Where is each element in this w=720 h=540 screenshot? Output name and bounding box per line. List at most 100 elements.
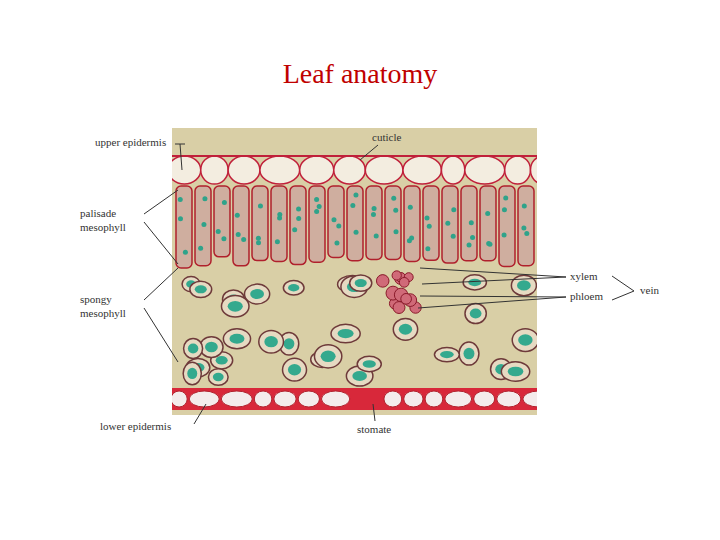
chloroplast: [241, 237, 246, 242]
epidermis-cell: [221, 391, 252, 407]
epidermis-cell: [404, 391, 423, 407]
chloroplast: [292, 227, 297, 232]
chloroplast: [353, 193, 358, 198]
chloroplast: [521, 226, 526, 231]
chloroplast: [354, 230, 359, 235]
spongy-cell: [459, 342, 479, 365]
chloroplast: [445, 221, 450, 226]
chloroplast: [463, 348, 474, 359]
chloroplast: [195, 285, 207, 293]
part-label: spongy mesophyll: [80, 293, 140, 321]
chloroplast: [296, 216, 301, 221]
chloroplast: [314, 209, 319, 214]
chloroplast: [503, 195, 508, 200]
chloroplast: [331, 217, 336, 222]
epidermis-cell: [523, 391, 537, 407]
chloroplast: [213, 373, 224, 381]
epidermis-cell: [321, 391, 349, 407]
part-label: phloem: [570, 290, 603, 304]
chloroplast: [372, 206, 377, 211]
epidermis-cell: [189, 391, 219, 407]
epidermis-cell: [403, 156, 441, 184]
chloroplast: [393, 208, 398, 213]
epidermis-cell: [201, 156, 228, 184]
vein-cell: [401, 293, 412, 304]
chloroplast: [202, 196, 207, 201]
chloroplast: [467, 243, 472, 248]
chloroplast: [256, 236, 261, 241]
spongy-cell: [512, 329, 537, 352]
chloroplast: [258, 203, 263, 208]
leader-line: [418, 297, 566, 308]
part-label: palisade mesophyll: [80, 207, 140, 235]
chloroplast: [264, 336, 278, 347]
part-label: stomate: [357, 423, 391, 437]
cuticle-line: [172, 155, 537, 157]
palisade-cell: [480, 186, 496, 261]
spongy-cell: [244, 284, 269, 304]
leader-line: [360, 145, 378, 160]
epidermis-cell: [298, 391, 319, 407]
leader-line: [144, 308, 178, 362]
chloroplast: [352, 371, 367, 381]
chloroplast: [508, 367, 524, 377]
chloroplast: [334, 240, 339, 245]
epidermis-cell: [365, 156, 403, 184]
palisade-cell: [214, 186, 230, 257]
spongy-cell: [331, 324, 360, 342]
chloroplast: [187, 368, 197, 379]
epidermis-cell: [172, 391, 187, 407]
part-label: cuticle: [372, 131, 401, 145]
chloroplast: [517, 280, 531, 290]
chloroplast: [277, 212, 282, 217]
leader-line: [373, 404, 375, 421]
palisade-cell: [195, 186, 211, 266]
spongy-cell: [357, 356, 381, 371]
leader-line: [194, 404, 206, 424]
chloroplast: [314, 197, 319, 202]
chloroplast: [198, 246, 203, 251]
chloroplast: [440, 351, 454, 358]
palisade-cell: [252, 186, 268, 261]
epidermis-cell: [505, 156, 531, 184]
epidermis-cell: [445, 391, 472, 407]
chloroplast: [350, 203, 355, 208]
spongy-cell: [314, 345, 341, 368]
spongy-cell: [221, 296, 249, 318]
epidermis-cell: [334, 156, 366, 184]
chloroplast: [371, 212, 376, 217]
chloroplast: [374, 233, 379, 238]
spongy-cell: [183, 362, 201, 384]
spongy-cell: [501, 362, 529, 381]
chloroplast: [236, 232, 241, 237]
epidermis-cell: [260, 156, 300, 184]
chloroplast: [399, 324, 412, 335]
leader-line: [180, 144, 182, 170]
chloroplast: [221, 236, 226, 241]
epidermis-cell: [465, 156, 505, 184]
chloroplast: [317, 204, 322, 209]
chloroplast: [394, 229, 399, 234]
chloroplast: [284, 338, 295, 349]
chloroplast: [409, 235, 414, 240]
epidermis-cell: [441, 156, 464, 184]
palisade-cell: [461, 186, 477, 261]
leader-line: [422, 277, 566, 284]
chloroplast: [205, 342, 218, 352]
chloroplast: [250, 289, 264, 299]
palisade-cell: [309, 186, 325, 262]
palisade-cell: [233, 186, 249, 266]
chloroplast: [427, 224, 432, 229]
chloroplast: [216, 229, 221, 234]
epidermis-cell: [254, 391, 272, 407]
chloroplast: [391, 196, 396, 201]
chloroplast: [451, 234, 456, 239]
spongy-cell: [465, 303, 486, 323]
vein-cell: [399, 277, 409, 287]
palisade-cell: [347, 186, 363, 261]
epidermis-cell: [228, 156, 260, 184]
chloroplast: [468, 279, 481, 287]
chloroplast: [188, 343, 198, 353]
chloroplast: [321, 350, 336, 362]
lower-epidermis-band: [172, 388, 537, 410]
